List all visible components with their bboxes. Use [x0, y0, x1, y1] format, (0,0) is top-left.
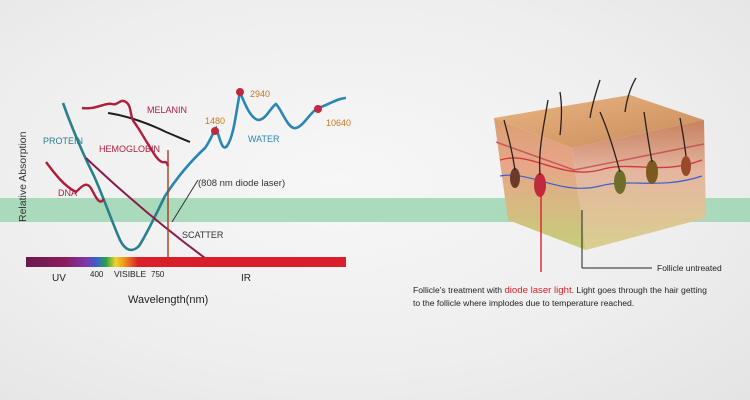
- skin-cross-section: Follicle untreated: [494, 77, 722, 273]
- peak-marker-2940: [236, 88, 244, 96]
- laser-pointer-line: [171, 179, 199, 223]
- peak-label-10640: 10640: [326, 118, 351, 128]
- follicle: [534, 173, 546, 197]
- x-axis-label: Wavelength(nm): [128, 294, 208, 306]
- spectrum-tick-400: 400: [90, 270, 104, 279]
- peak-marker-10640: [314, 105, 322, 113]
- caption-highlight: diode laser light: [504, 285, 572, 296]
- peak-label-2940: 2940: [250, 89, 270, 99]
- dna-label: DNA: [58, 188, 77, 198]
- water-curve: [163, 87, 347, 197]
- hemoglobin-label: HEMOGLOBIN: [99, 144, 160, 154]
- melanin-curve: [107, 112, 191, 143]
- follicle: [681, 156, 691, 176]
- follicle-untreated-label: Follicle untreated: [657, 263, 722, 273]
- caption-text-start: Follicle's treatment with: [413, 285, 505, 295]
- y-axis-label: Relative Absorption: [17, 131, 29, 222]
- follicle: [646, 160, 658, 184]
- melanin-label: MELANIN: [147, 105, 187, 115]
- vessel-blue: [499, 174, 703, 189]
- spectrum-tick-750: 750: [151, 270, 165, 279]
- skin-side-face: [572, 120, 706, 250]
- peak-label-1480: 1480: [205, 116, 225, 126]
- dermis-layer: [495, 141, 705, 171]
- water-label: WATER: [248, 134, 280, 144]
- peak-marker-1480: [211, 127, 219, 135]
- scatter-label: SCATTER: [182, 230, 224, 240]
- absorption-graph: Relative Absorption PROTEIN DNA MELANIN …: [17, 87, 351, 306]
- spectrum-uv-label: UV: [52, 273, 66, 284]
- skin-top-surface: [494, 95, 704, 148]
- treatment-caption: Follicle's treatment with diode laser li…: [413, 284, 713, 310]
- spectrum-visible-label: VISIBLE: [114, 269, 146, 279]
- vessel-red: [499, 157, 703, 173]
- dna-curve: [45, 161, 105, 203]
- caption-text-end: . Light goes through the hair getting to…: [413, 285, 707, 308]
- protein-curve: [61, 102, 167, 252]
- spectrum-ir-label: IR: [241, 273, 251, 284]
- follicle: [510, 168, 520, 188]
- laser-label: (808 nm diode laser): [198, 178, 285, 189]
- protein-label: PROTEIN: [43, 136, 83, 146]
- scatter-line: [85, 157, 206, 259]
- hairs: [503, 77, 687, 176]
- spectrum-bar: [26, 257, 346, 267]
- hemoglobin-curve: [81, 99, 170, 167]
- follicle: [614, 170, 626, 194]
